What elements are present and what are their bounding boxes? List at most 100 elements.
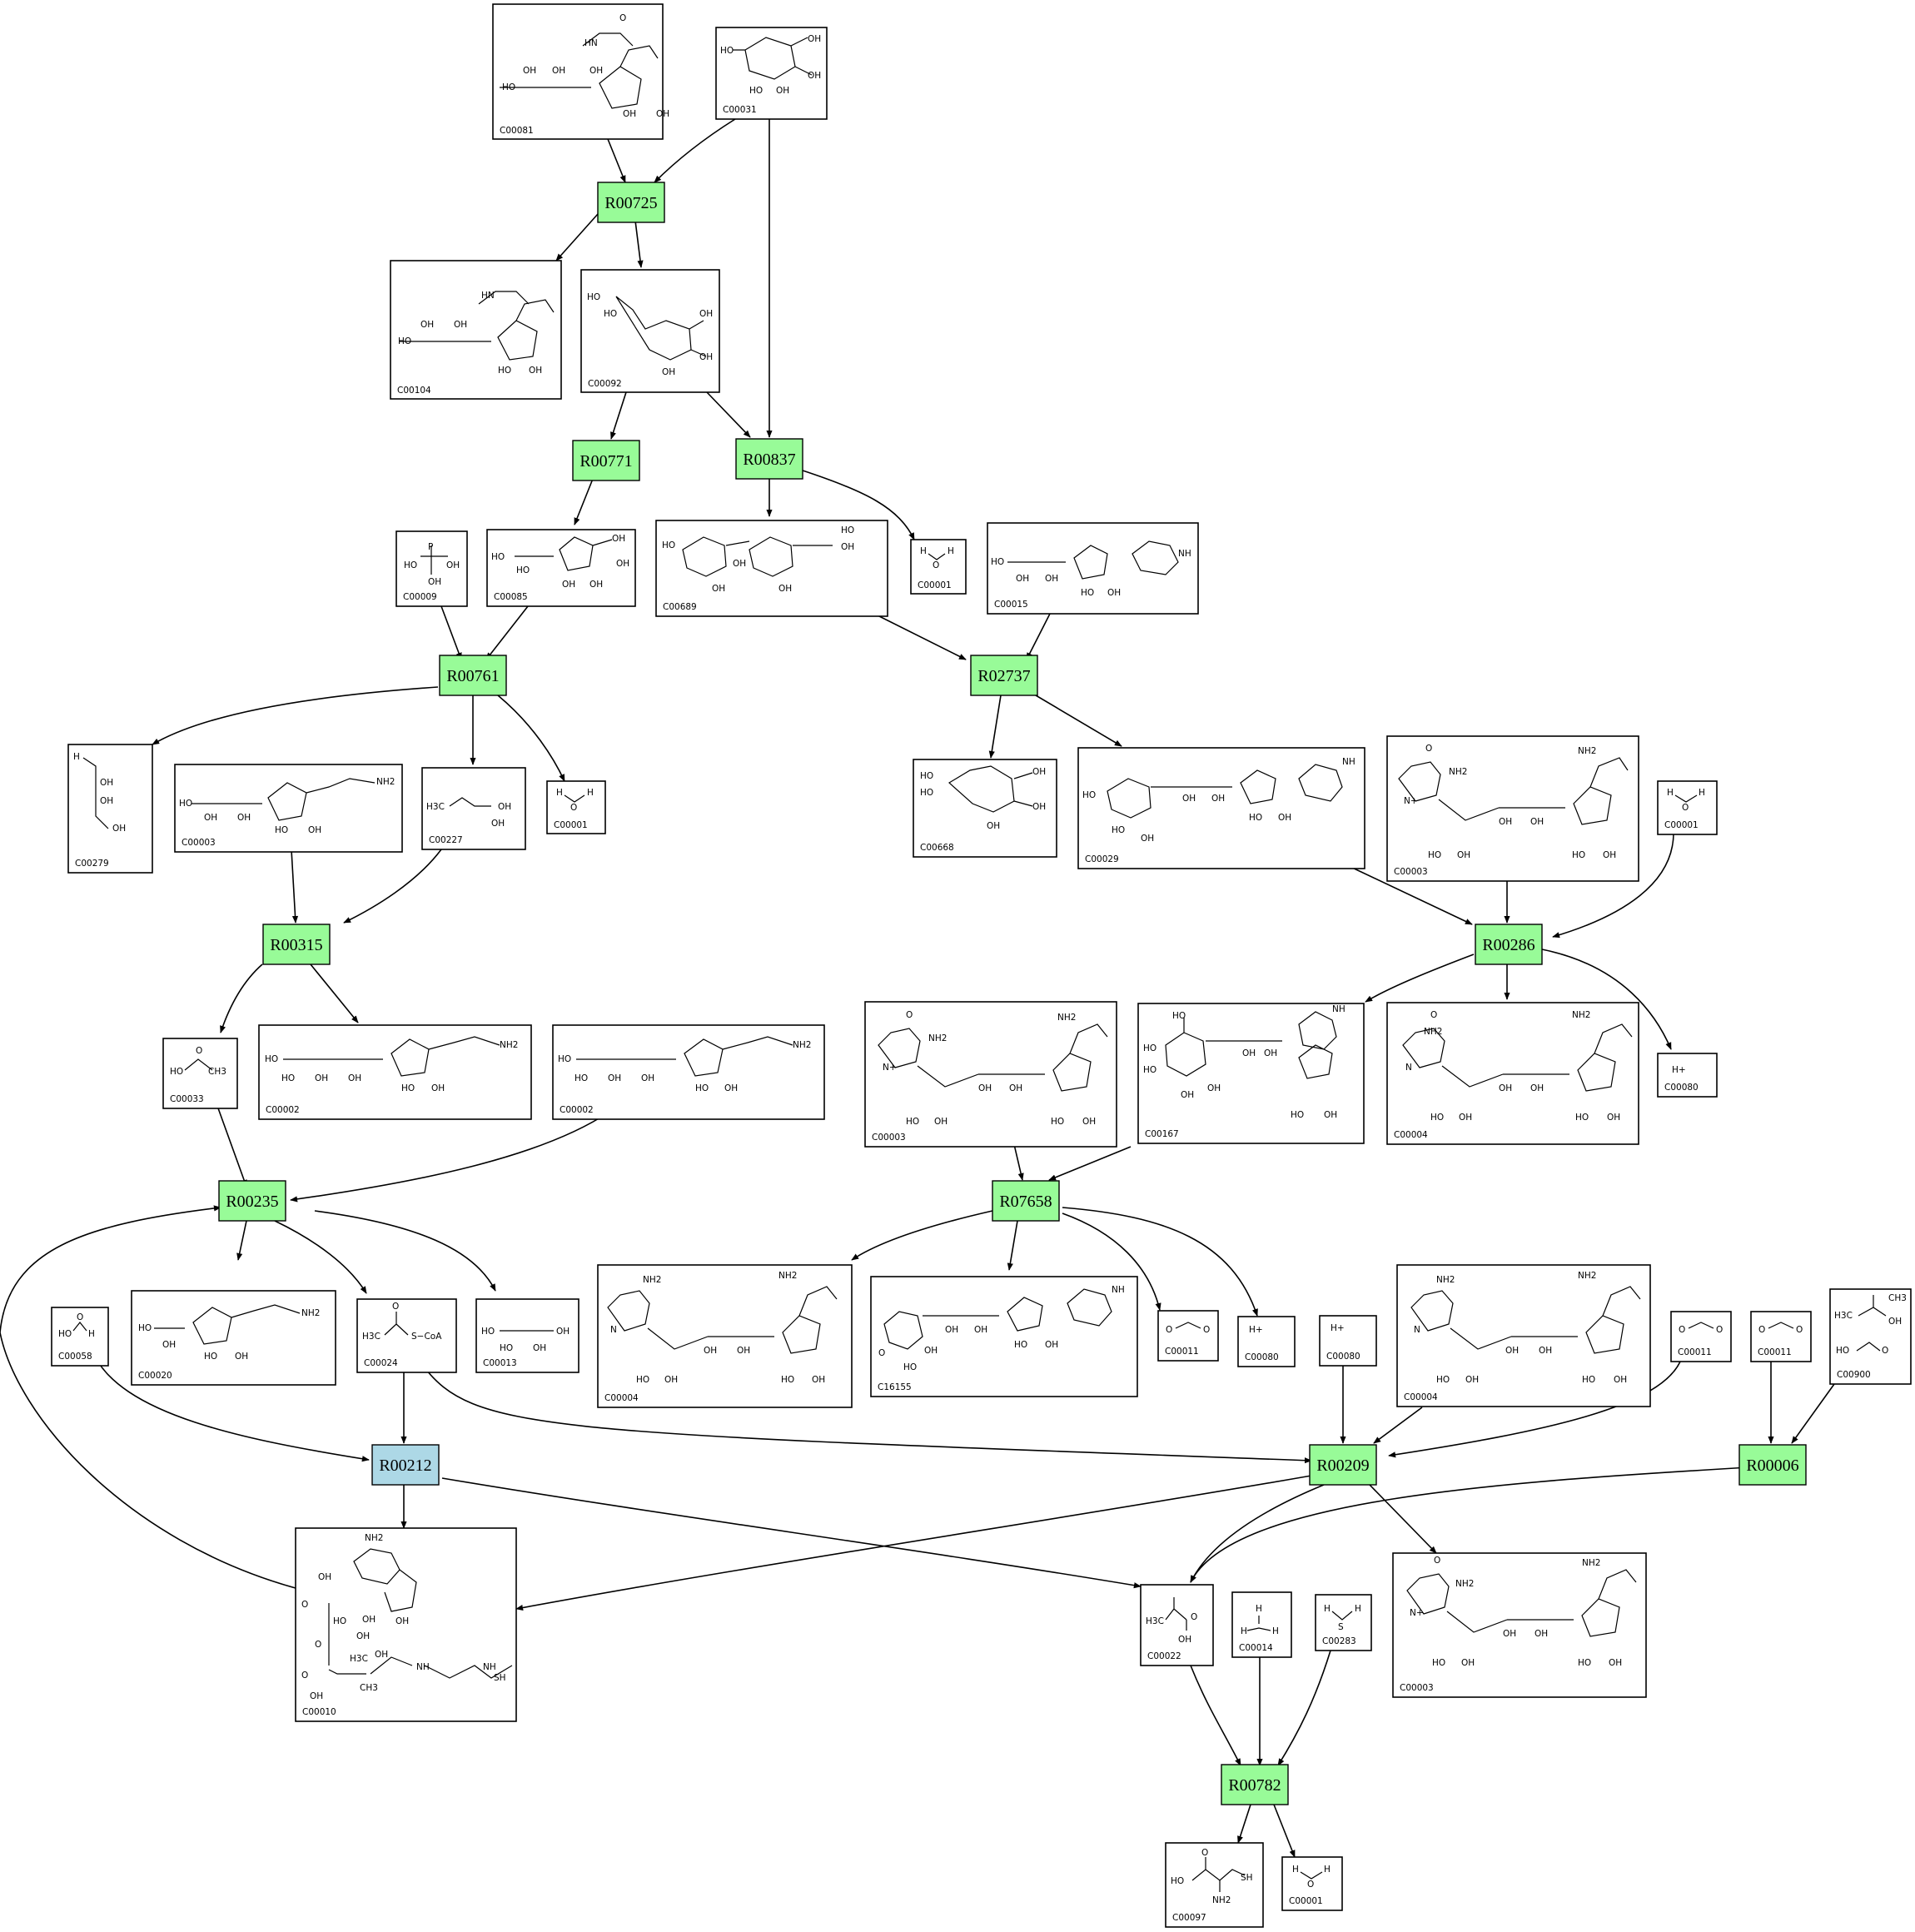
- reaction-node-r1[interactable]: [597, 182, 665, 223]
- atom-label: H+: [1249, 1325, 1263, 1335]
- atom-label: OH: [1242, 1048, 1256, 1058]
- reaction-node-r13[interactable]: [1221, 1764, 1289, 1805]
- compound-box-c11[interactable]: [174, 764, 403, 853]
- compound-box-c4[interactable]: [580, 269, 720, 393]
- compound-box-c28[interactable]: [475, 1298, 579, 1373]
- atom-label: HO: [58, 1329, 72, 1339]
- compound-box-c23[interactable]: [1386, 1002, 1639, 1145]
- atom-label: HO: [558, 1054, 571, 1064]
- compound-box-c32[interactable]: [1237, 1316, 1296, 1367]
- edge: [1365, 954, 1475, 1003]
- atom-label: OH: [978, 1083, 992, 1093]
- edge: [988, 695, 1002, 759]
- compound-box-c18[interactable]: [162, 1038, 238, 1109]
- compound-box-c15[interactable]: [1077, 747, 1365, 869]
- edge: [1190, 1665, 1241, 1766]
- atom-label: HO: [498, 366, 511, 376]
- atom-label: HO: [275, 825, 288, 835]
- compound-box-c31[interactable]: [1157, 1310, 1219, 1362]
- atom-label: O: [77, 1312, 83, 1322]
- compound-box-c8[interactable]: [910, 539, 967, 595]
- atom-label: OH: [1178, 1635, 1191, 1645]
- compound-box-c27[interactable]: [356, 1298, 457, 1373]
- compound-box-c10[interactable]: [67, 744, 153, 874]
- atom-label: N: [1414, 1325, 1420, 1335]
- atom-label: OH: [1016, 574, 1029, 584]
- compound-box-c5[interactable]: [395, 530, 468, 607]
- compound-box-c33[interactable]: [1319, 1315, 1377, 1367]
- atom-label: OH: [733, 559, 746, 569]
- compound-box-c41[interactable]: [1315, 1594, 1372, 1651]
- structure-bond: [1410, 1286, 1641, 1354]
- atom-label: H: [1699, 788, 1705, 798]
- reaction-node-r8[interactable]: [218, 1180, 286, 1222]
- atom-label: OH: [1609, 1658, 1622, 1668]
- compound-box-c16[interactable]: [1386, 735, 1639, 882]
- compound-box-c44[interactable]: [1281, 1856, 1343, 1911]
- compound-box-c38[interactable]: [295, 1527, 517, 1722]
- edge: [314, 1210, 496, 1292]
- compound-box-c7[interactable]: [655, 520, 888, 617]
- reaction-node-r6[interactable]: [262, 924, 331, 965]
- edge: [873, 613, 967, 660]
- compound-box-c35[interactable]: [1670, 1311, 1732, 1362]
- structure-bond: [82, 757, 109, 829]
- compound-box-c43[interactable]: [1165, 1842, 1264, 1928]
- compound-box-c39[interactable]: [1140, 1584, 1214, 1666]
- atom-label: OH: [204, 813, 217, 823]
- reaction-node-r7[interactable]: [1475, 924, 1543, 965]
- edge: [802, 470, 915, 540]
- compound-box-c30[interactable]: [870, 1276, 1138, 1397]
- atom-label: HO: [903, 1362, 917, 1372]
- compound-box-c26[interactable]: [131, 1290, 336, 1386]
- edge: [1007, 1220, 1018, 1271]
- structure-bond: [283, 1036, 500, 1077]
- compound-box-c42[interactable]: [1392, 1552, 1647, 1698]
- reaction-node-r2[interactable]: [572, 440, 640, 481]
- compound-box-c12[interactable]: [421, 767, 526, 850]
- structure-bond: [1007, 540, 1179, 580]
- atom-label: HO: [333, 1616, 346, 1626]
- reaction-node-r9[interactable]: [992, 1180, 1060, 1222]
- atom-label: OH: [1182, 794, 1196, 804]
- reaction-node-r12[interactable]: [1738, 1444, 1807, 1486]
- atom-label: HN: [584, 38, 598, 48]
- reaction-node-r4[interactable]: [439, 655, 507, 696]
- compound-box-c40[interactable]: [1231, 1591, 1292, 1658]
- structure-bond: [500, 32, 659, 109]
- compound-box-c13[interactable]: [546, 780, 606, 834]
- compound-box-c34[interactable]: [1396, 1264, 1651, 1407]
- compound-label: C00001: [554, 820, 588, 830]
- reaction-node-r10[interactable]: [371, 1444, 440, 1486]
- atom-label: HO: [1836, 1346, 1849, 1356]
- compound-box-c17[interactable]: [1657, 780, 1718, 835]
- compound-box-c20[interactable]: [552, 1024, 825, 1120]
- atom-label: HO: [1291, 1110, 1304, 1120]
- edge: [1552, 832, 1674, 939]
- compound-box-c3[interactable]: [390, 260, 562, 400]
- atom-label: OH: [1530, 1083, 1544, 1093]
- compound-box-c1[interactable]: [492, 3, 664, 140]
- reaction-node-r11[interactable]: [1309, 1444, 1377, 1486]
- edge: [422, 1365, 1312, 1464]
- atom-label: O: [301, 1600, 308, 1610]
- atom-label: O: [933, 560, 939, 570]
- reaction-node-r5[interactable]: [970, 655, 1038, 696]
- compound-box-c6[interactable]: [486, 529, 636, 607]
- compound-label: C00689: [663, 602, 697, 612]
- structure-bond: [1165, 1597, 1187, 1631]
- atom-label: OH: [656, 109, 669, 119]
- compound-box-c22[interactable]: [1137, 1003, 1365, 1144]
- edge: [1541, 949, 1672, 1050]
- compound-box-c21[interactable]: [864, 1001, 1117, 1148]
- reaction-node-r3[interactable]: [735, 438, 803, 480]
- compound-box-c24[interactable]: [1657, 1053, 1718, 1098]
- atom-label: O: [196, 1046, 202, 1056]
- compound-box-c9[interactable]: [987, 522, 1199, 615]
- atom-label: O: [301, 1671, 308, 1681]
- compound-box-c19[interactable]: [258, 1024, 532, 1120]
- structure-bond: [564, 794, 585, 803]
- compound-box-c36[interactable]: [1750, 1311, 1812, 1362]
- compound-box-c25[interactable]: [51, 1307, 109, 1367]
- compound-box-c37[interactable]: [1829, 1288, 1912, 1385]
